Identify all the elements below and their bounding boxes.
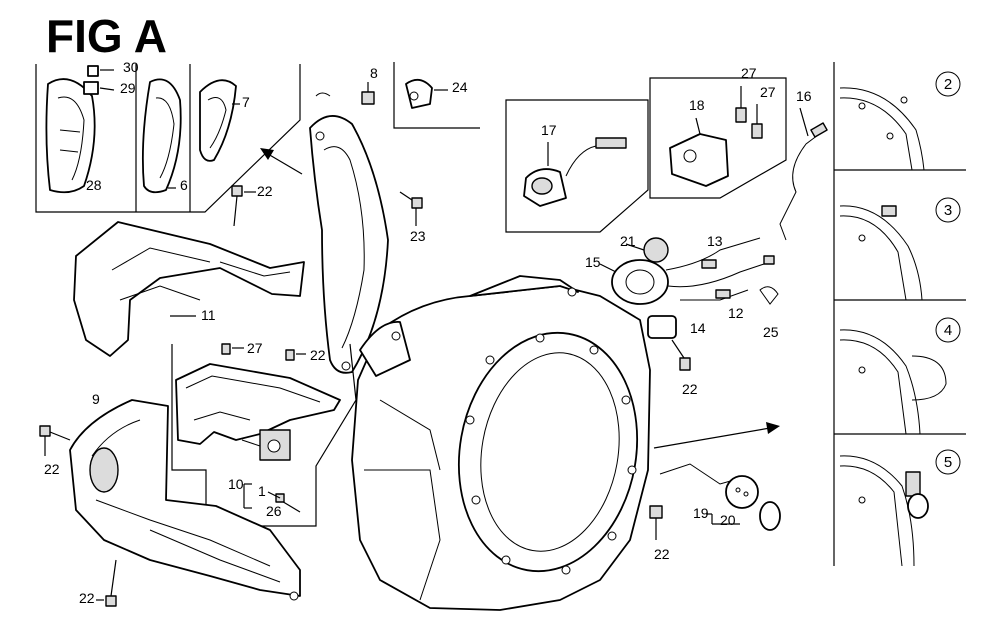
part-label-27: 27 <box>760 84 776 100</box>
callout-2: 2 <box>935 71 961 97</box>
control-bracket-assembly <box>175 363 341 461</box>
part-label-25: 25 <box>763 324 779 340</box>
svg-text:4: 4 <box>944 322 952 339</box>
part-label-17: 17 <box>541 122 557 138</box>
part-label-7: 7 <box>242 94 250 110</box>
center-vertical-shroud <box>309 92 389 374</box>
part-6-shroud <box>141 78 182 194</box>
bolt-22-d <box>96 559 117 607</box>
callout-4: 4 <box>935 317 961 343</box>
part-label-14: 14 <box>690 320 706 336</box>
part-label-22: 22 <box>257 183 273 199</box>
part-9-lower-shroud <box>69 399 301 601</box>
part-label-12: 12 <box>728 305 744 321</box>
part-label-30: 30 <box>123 59 139 75</box>
part-label-19: 19 <box>693 505 709 521</box>
bolt-22-a <box>231 185 256 227</box>
detail-strip <box>833 62 966 567</box>
part-label-8: 8 <box>370 65 378 81</box>
part-18-panel <box>649 77 787 199</box>
direction-arrow-right <box>653 422 780 449</box>
part-label-9: 9 <box>92 391 100 407</box>
part-16-cable <box>779 107 828 241</box>
part-label-18: 18 <box>689 97 705 113</box>
part-label-29: 29 <box>120 80 136 96</box>
part-label-23: 23 <box>410 228 426 244</box>
part-label-22: 22 <box>310 347 326 363</box>
part-17-panel <box>505 99 649 233</box>
part-7-plate <box>199 79 240 162</box>
callout-3: 3 <box>935 197 961 223</box>
part-label-27: 27 <box>247 340 263 356</box>
fan-housing <box>351 275 651 611</box>
bolt-27-b <box>221 343 244 355</box>
bolt-22-b <box>285 349 306 361</box>
part-label-22: 22 <box>682 381 698 397</box>
part-label-20: 20 <box>720 512 736 528</box>
part-29-30-fittings <box>83 65 115 95</box>
part-28-shroud <box>45 78 96 194</box>
callout-5: 5 <box>935 449 961 475</box>
part-label-22: 22 <box>79 590 95 606</box>
part-label-21: 21 <box>620 233 636 249</box>
figure-title: FIG A <box>46 10 167 62</box>
part-24-panel <box>393 62 480 129</box>
part-label-6: 6 <box>180 177 188 193</box>
part-label-16: 16 <box>796 88 812 104</box>
part-label-15: 15 <box>585 254 601 270</box>
svg-text:2: 2 <box>944 76 952 93</box>
part-label-26: 26 <box>266 503 282 519</box>
part-label-11: 11 <box>201 307 216 323</box>
part-label-13: 13 <box>707 233 723 249</box>
bolt-22-f <box>671 339 691 371</box>
detail-panel-frame <box>35 64 301 213</box>
direction-arrow-left <box>260 148 303 175</box>
wiring-group <box>599 237 779 339</box>
part-19-20-plug <box>659 463 781 531</box>
bolt-23 <box>399 191 423 226</box>
part-label-24: 24 <box>452 79 468 95</box>
part-label-1: 1 <box>258 483 266 499</box>
svg-text:3: 3 <box>944 202 952 219</box>
part-label-10: 10 <box>228 476 244 492</box>
nut-8 <box>361 82 375 105</box>
label-bracket-10 <box>243 483 281 509</box>
bolt-22-c <box>39 425 71 456</box>
svg-text:5: 5 <box>944 454 952 471</box>
part-label-28: 28 <box>86 177 102 193</box>
part-11-upper-cover <box>73 221 305 357</box>
bolt-22-e <box>649 505 663 540</box>
part-label-22: 22 <box>654 546 670 562</box>
part-label-22: 22 <box>44 461 60 477</box>
part-label-27: 27 <box>741 65 757 81</box>
